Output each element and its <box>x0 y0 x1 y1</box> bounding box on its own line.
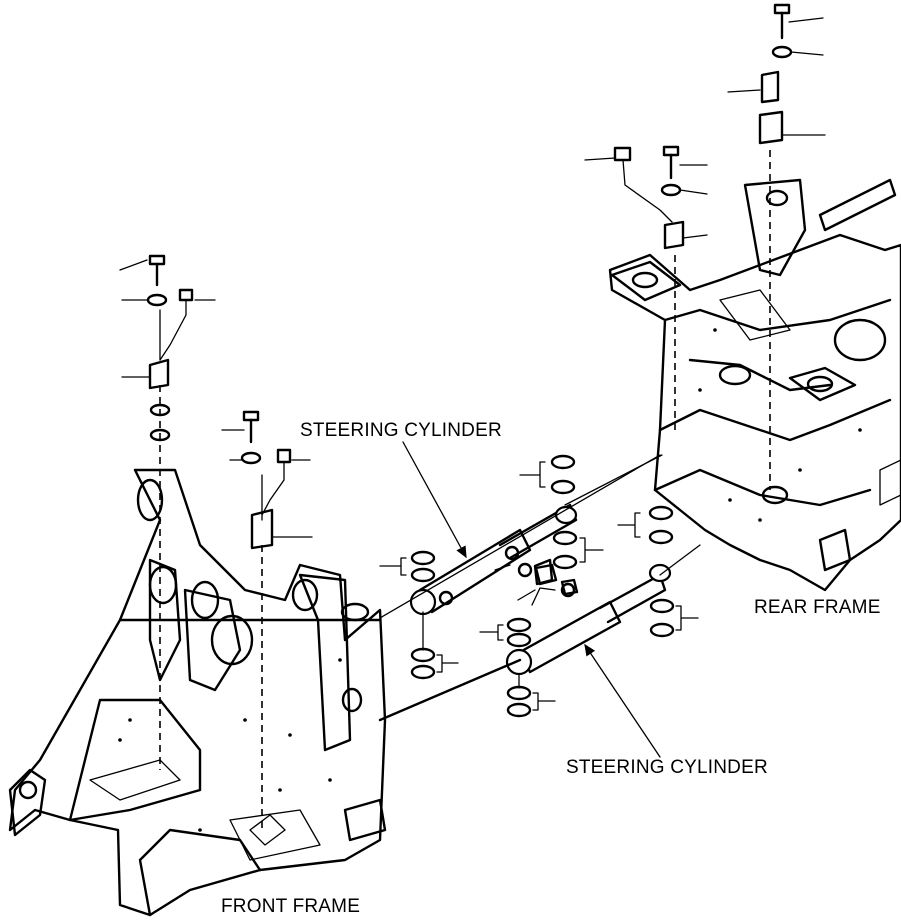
label-rear-frame: REAR FRAME <box>754 597 881 618</box>
rear-frame <box>608 178 901 592</box>
label-steering-cylinder-lower: STEERING CYLINDER <box>566 757 768 778</box>
bolts-and-washers <box>146 3 793 718</box>
label-front-frame: FRONT FRAME <box>221 896 361 917</box>
label-steering-cylinder-upper: STEERING CYLINDER <box>300 420 502 441</box>
callout-leaders <box>119 17 826 758</box>
alignment-lines <box>159 150 771 830</box>
steering-cylinder-lower <box>378 544 701 722</box>
steering-cylinder-upper <box>379 454 663 619</box>
front-frame <box>8 468 387 917</box>
